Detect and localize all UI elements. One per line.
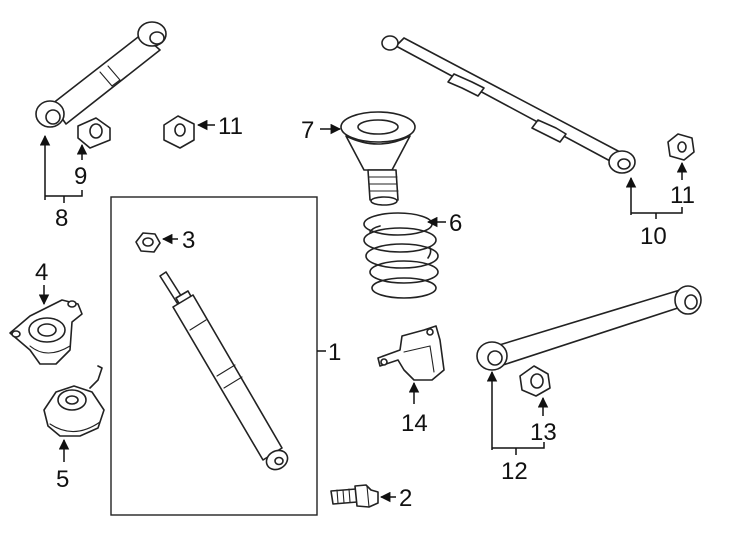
callout-6: 6 xyxy=(449,210,462,237)
callout-14: 14 xyxy=(401,410,428,437)
callout-12: 12 xyxy=(501,458,528,485)
callout-1: 1 xyxy=(328,339,341,366)
nut xyxy=(135,232,161,253)
callout-5: 5 xyxy=(56,466,69,493)
callout-13: 13 xyxy=(530,419,557,446)
shock-absorber-frame xyxy=(110,196,318,516)
upper-mount xyxy=(9,299,83,365)
bracket xyxy=(377,325,445,381)
shock-absorber xyxy=(159,271,289,471)
bushing-9 xyxy=(77,117,111,149)
leader-bracket-8 xyxy=(45,190,83,197)
callout-2: 2 xyxy=(399,485,412,512)
callout-8: 8 xyxy=(55,205,68,232)
callout-11-left: 11 xyxy=(218,113,243,140)
bolt xyxy=(330,484,379,508)
coil-spring xyxy=(363,212,439,299)
callout-4: 4 xyxy=(35,259,48,286)
lower-control-arm xyxy=(476,285,702,371)
bushing-13 xyxy=(519,365,551,397)
callout-9: 9 xyxy=(74,163,87,190)
callout-10: 10 xyxy=(640,223,667,250)
shock-absorber-group xyxy=(110,196,326,516)
bushing-11-right xyxy=(667,133,695,161)
leader-bracket-12 xyxy=(492,442,545,449)
callout-7: 7 xyxy=(301,117,314,144)
callout-3: 3 xyxy=(182,227,195,254)
bump-stop xyxy=(340,111,416,206)
callout-11-right: 11 xyxy=(670,182,695,209)
lateral-rod xyxy=(381,35,636,174)
bushing-11-left xyxy=(163,115,195,149)
leader-bracket-10 xyxy=(631,207,683,214)
upper-control-arm xyxy=(35,21,167,128)
lower-mount xyxy=(43,365,105,437)
